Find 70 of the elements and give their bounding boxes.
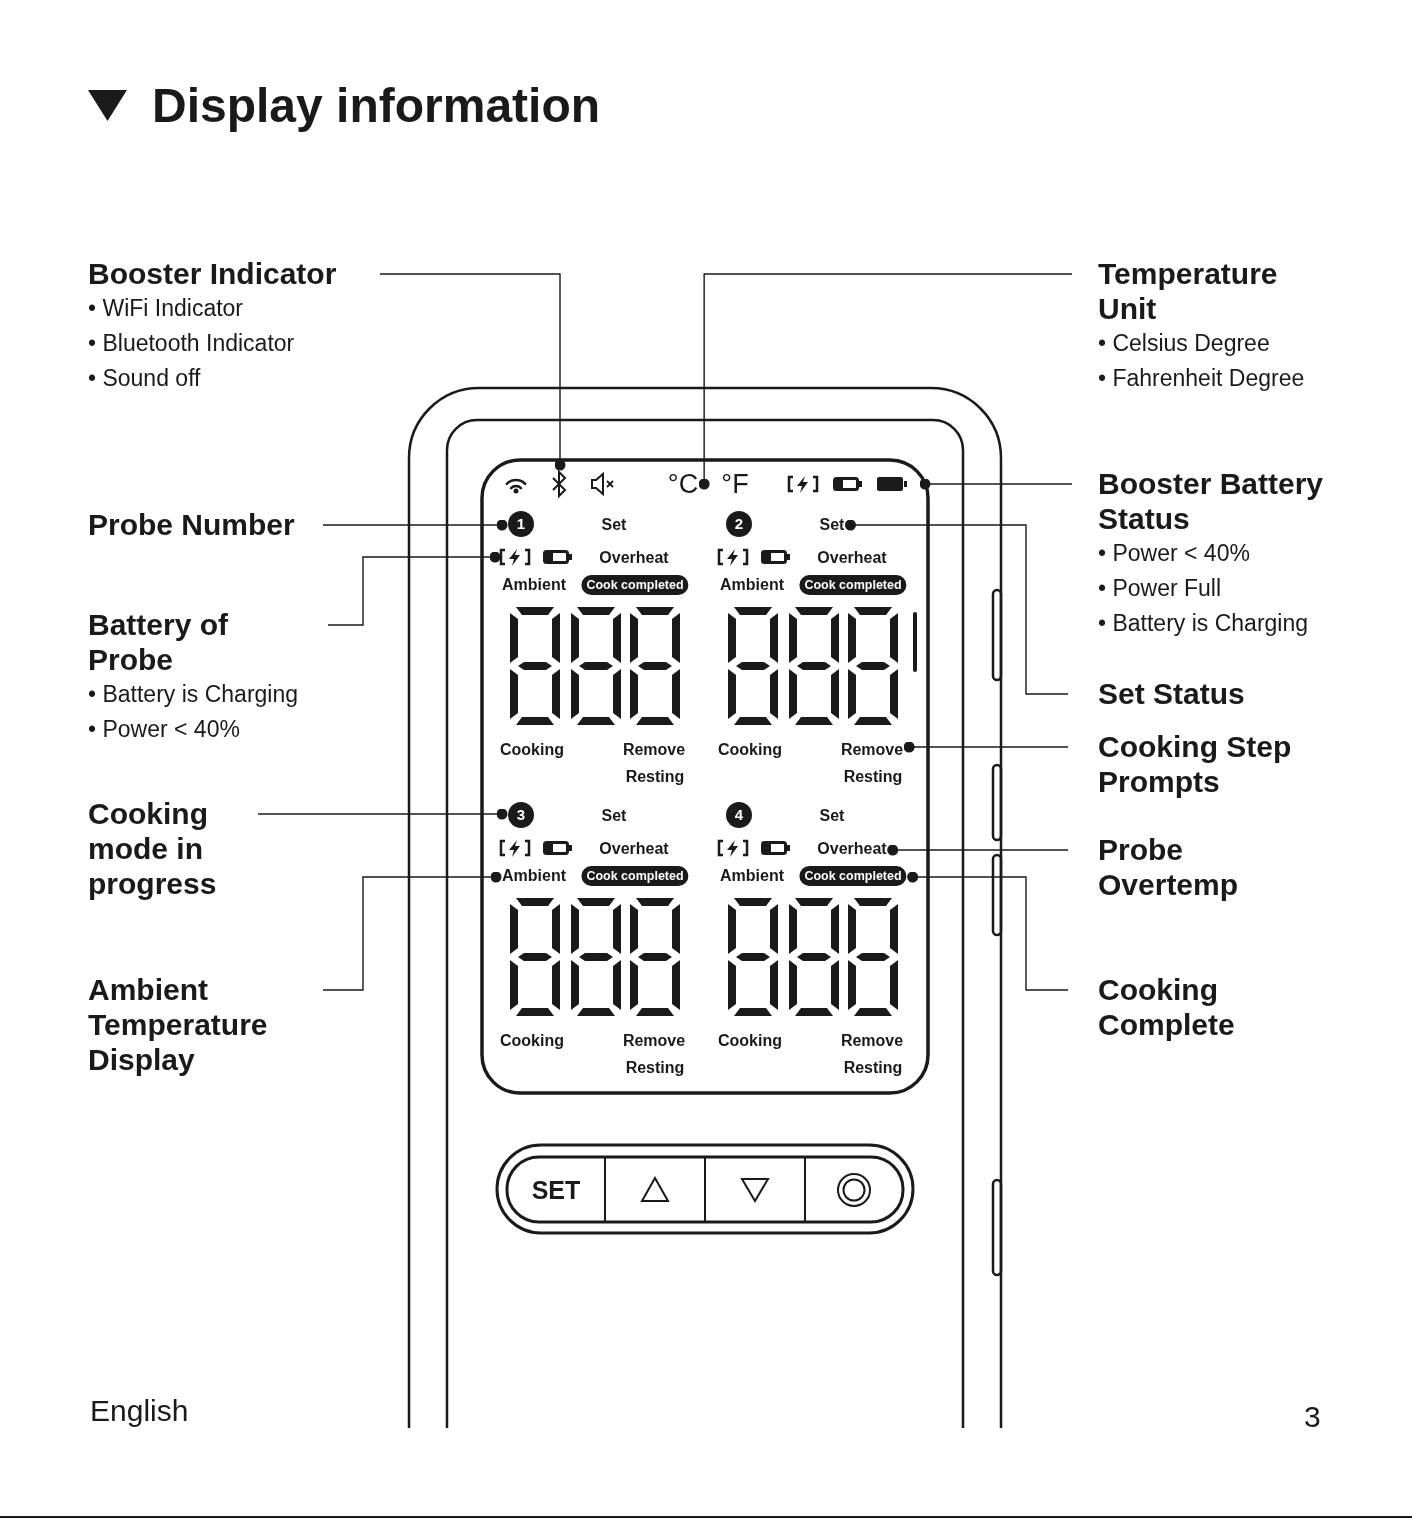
callout-heading: Booster Battery Status (1098, 466, 1325, 536)
status-text: Remove (622, 741, 686, 759)
callout-heading: Cooking Step Prompts (1098, 729, 1293, 799)
status-text: Remove (840, 741, 904, 759)
bullet-item: • Sound off (88, 364, 202, 393)
callout-heading: Temperature Unit (1098, 256, 1279, 326)
status-text: Resting (843, 768, 903, 786)
probe-number-badge: 1 (508, 511, 534, 537)
bullet-item: • Power < 40% (88, 715, 241, 744)
status-text: Remove (622, 1032, 686, 1050)
status-text: Resting (625, 768, 685, 786)
callout-heading: Cooking Complete (1098, 972, 1236, 1042)
status-text: Ambient (502, 576, 566, 594)
status-text: Cooking (718, 741, 782, 759)
status-badge: Cook completed (581, 866, 689, 886)
bullet-item: • Celsius Degree (1098, 329, 1271, 358)
leader-line (322, 871, 502, 991)
callout-heading: Probe Overtemp (1098, 832, 1240, 902)
status-text: Overheat (599, 840, 669, 858)
leader-line (903, 741, 1069, 753)
callout-heading: Battery of Probe (88, 607, 230, 677)
bullet-item: • Fahrenheit Degree (1098, 364, 1306, 393)
leader-line (919, 478, 1073, 490)
probe-number-badge: 3 (508, 802, 534, 828)
callout-heading: Probe Number (88, 507, 296, 542)
callout-heading: Booster Indicator (88, 256, 338, 291)
status-text: Ambient (720, 867, 784, 885)
bullet-item: • Battery is Charging (1098, 609, 1310, 638)
status-text: Remove (840, 1032, 904, 1050)
status-text: Set (601, 516, 627, 534)
status-text: Overheat (817, 840, 887, 858)
callout-heading: Ambient Temperature Display (88, 972, 269, 1077)
bullet-item: • WiFi Indicator (88, 294, 245, 323)
unit-symbol: °F (721, 468, 749, 500)
unit-symbol: °C (667, 468, 699, 500)
status-text: Set (819, 807, 845, 825)
leader-line (257, 808, 508, 820)
status-text: Set (819, 516, 845, 534)
status-text: Overheat (599, 549, 669, 567)
status-text: Cooking (718, 1032, 782, 1050)
status-text: Ambient (502, 867, 566, 885)
status-text: Resting (843, 1059, 903, 1077)
status-badge: Cook completed (799, 575, 907, 595)
status-badge: Cook completed (799, 866, 907, 886)
callout-heading: Cooking mode in progress (88, 796, 218, 901)
leader-line (327, 551, 501, 626)
bullet-item: • Power Full (1098, 574, 1223, 603)
bullet-item: • Battery is Charging (88, 680, 300, 709)
leader-line (322, 519, 508, 531)
status-badge: Cook completed (581, 575, 689, 595)
callout-heading: Set Status (1098, 676, 1246, 711)
status-text: Set (601, 807, 627, 825)
charging-icon (499, 548, 531, 566)
leader-line (887, 844, 1069, 856)
leader-line (844, 519, 1069, 695)
bullet-item: • Bluetooth Indicator (88, 329, 296, 358)
status-text: Cooking (500, 1032, 564, 1050)
leader-line (379, 273, 566, 471)
bullet-item: • Power < 40% (1098, 539, 1251, 568)
status-text: Overheat (817, 549, 887, 567)
page-number: 3 (1304, 1400, 1321, 1434)
status-text: Resting (625, 1059, 685, 1077)
language-label: English (90, 1394, 189, 1428)
status-text: Cooking (500, 741, 564, 759)
probe-number-badge: 4 (726, 802, 752, 828)
title: Display information (152, 78, 601, 134)
probe-number-badge: 2 (726, 511, 752, 537)
leader-line (698, 273, 1073, 490)
status-text: Ambient (720, 576, 784, 594)
leader-line (907, 871, 1069, 991)
